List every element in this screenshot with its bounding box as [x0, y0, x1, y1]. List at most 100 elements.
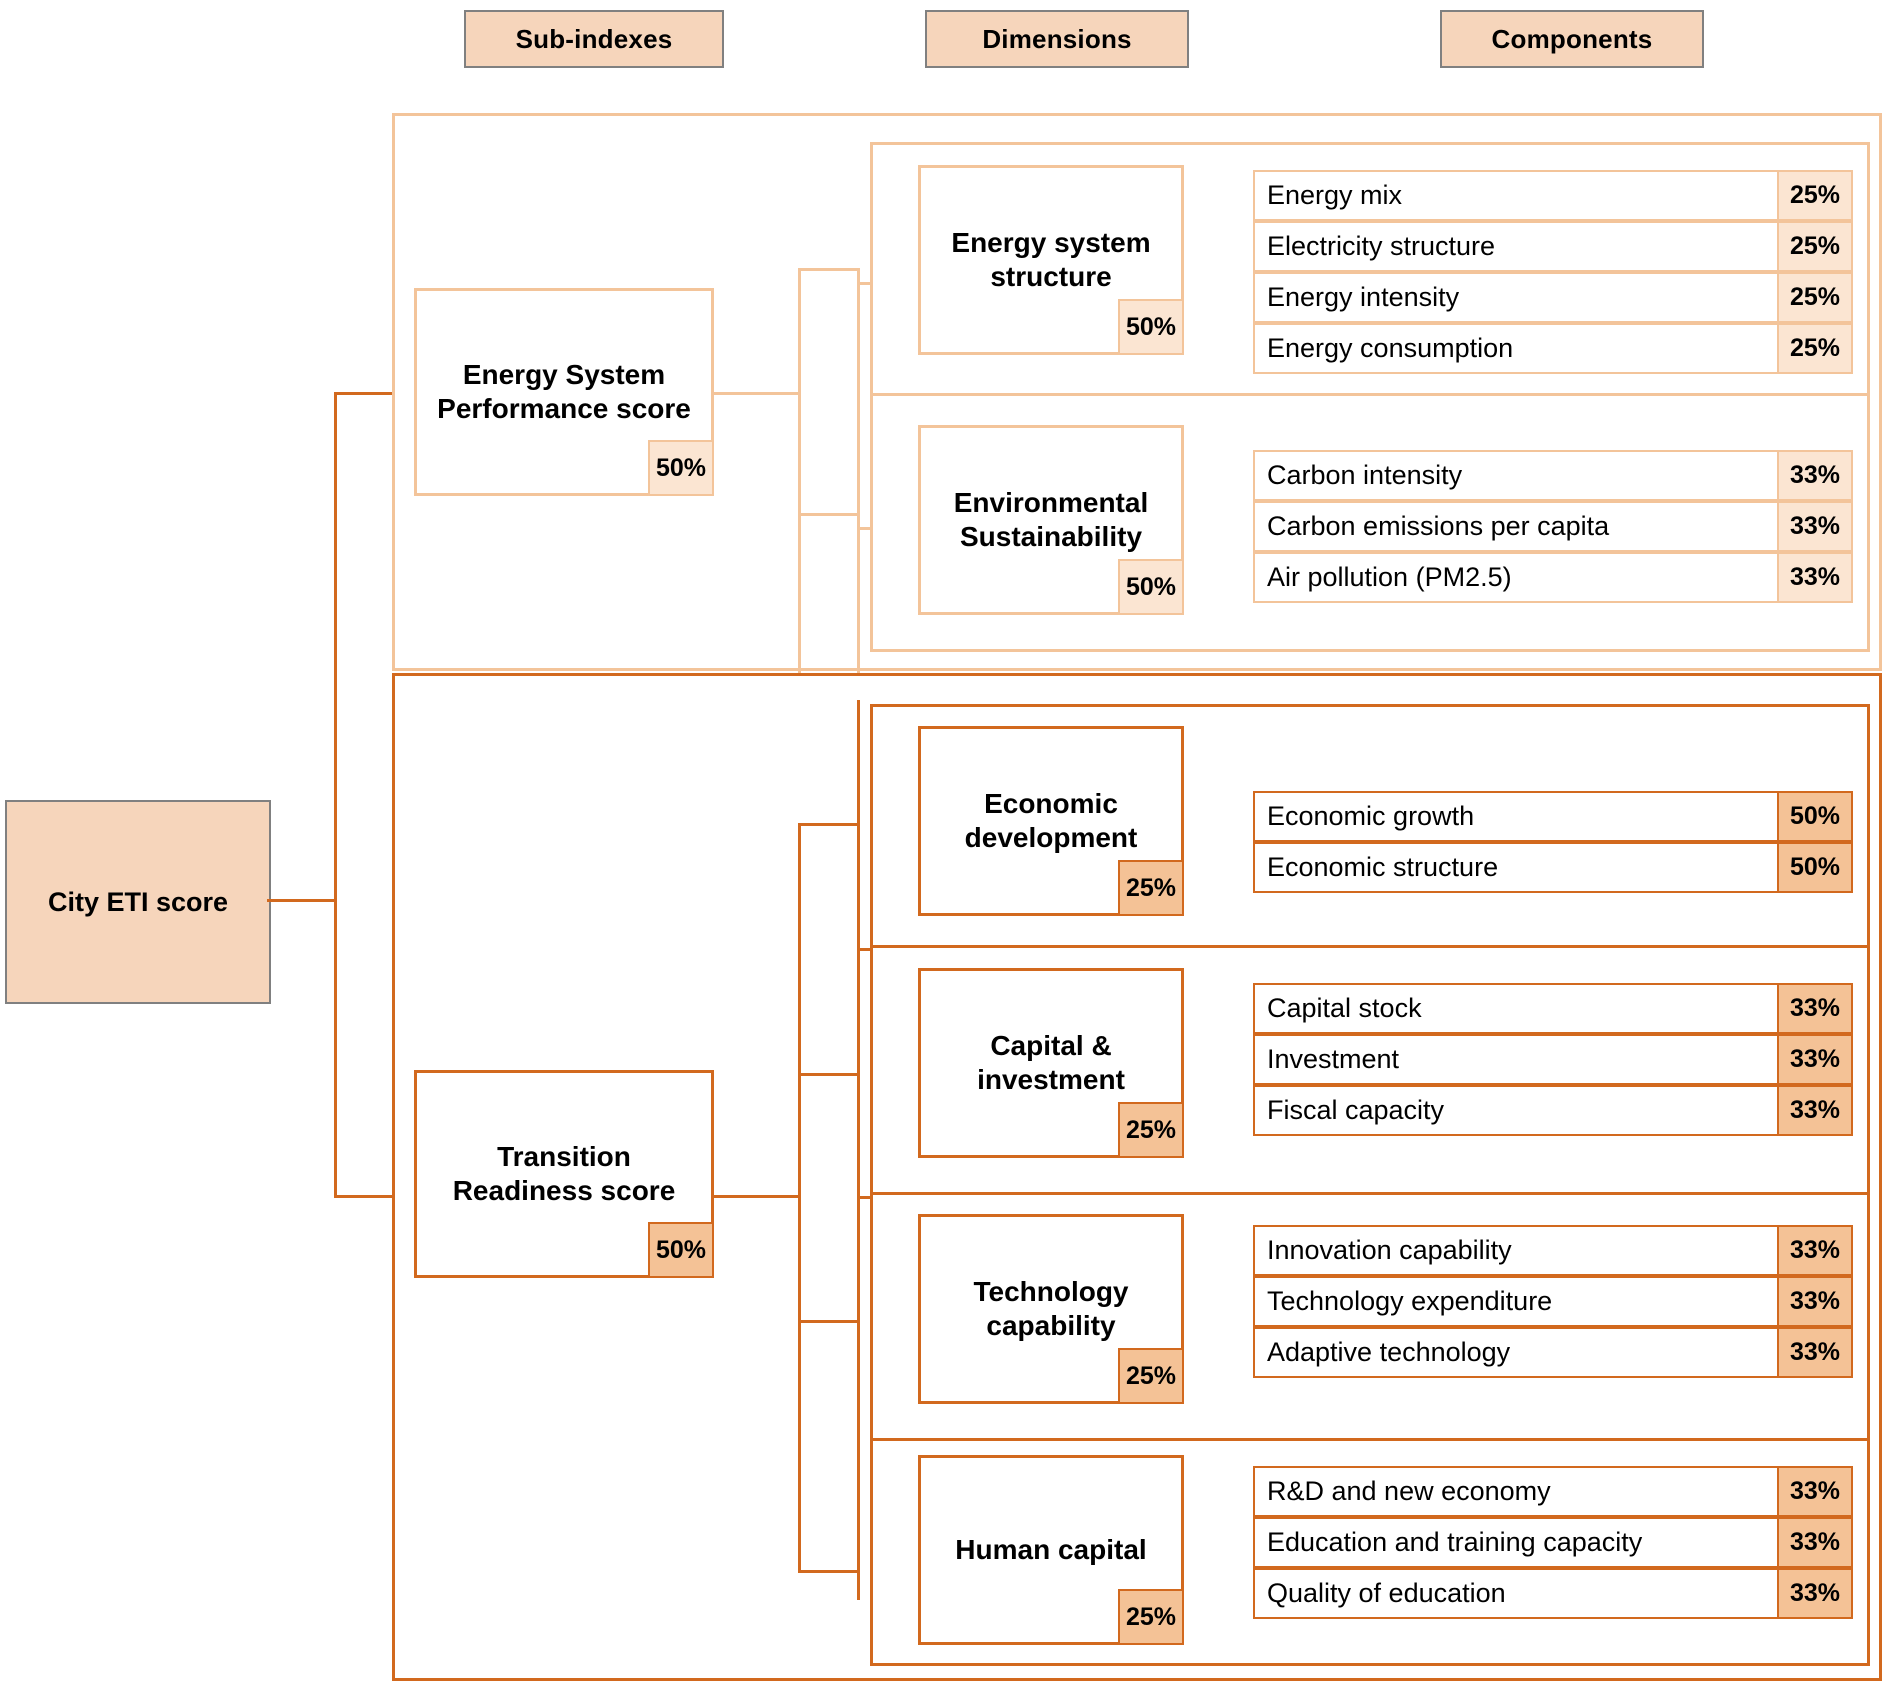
root-node-city-eti-score[interactable]: City ETI score [5, 800, 271, 1004]
dimension-label: Economic development [955, 787, 1148, 855]
subindex-label-line2: Performance score [437, 393, 691, 424]
weight-value: 25% [1125, 1602, 1177, 1631]
component-row[interactable]: R&D and new economy 33% [1253, 1466, 1853, 1517]
dimension-environmental-sustainability[interactable]: Environmental Sustainability [918, 425, 1184, 615]
dimension-weight-environmental-sustainability: 50% [1118, 559, 1184, 615]
component-name: Education and training capacity [1267, 1527, 1643, 1557]
top-bracket-stem [714, 392, 800, 395]
dimension-group-divider-2 [870, 1192, 1870, 1195]
component-row[interactable]: Innovation capability 33% [1253, 1225, 1853, 1276]
dimension-label: Technology capability [963, 1275, 1138, 1343]
component-weight: 25% [1777, 223, 1851, 270]
component-name: Fiscal capacity [1267, 1095, 1445, 1125]
component-weight: 25% [1777, 274, 1851, 321]
component-name: Capital stock [1267, 993, 1422, 1023]
component-name: Energy consumption [1267, 333, 1514, 363]
component-row[interactable]: Carbon emissions per capita 33% [1253, 501, 1853, 552]
component-row[interactable]: Adaptive technology 33% [1253, 1327, 1853, 1378]
component-row[interactable]: Economic structure 50% [1253, 842, 1853, 893]
weight-value: 25% [1125, 873, 1177, 902]
weight-value: 50% [1125, 312, 1177, 341]
dimension-weight-capital-investment: 25% [1118, 1102, 1184, 1158]
component-weight: 25% [1777, 325, 1851, 372]
subindex-weight-energy-system-performance: 50% [648, 440, 714, 496]
component-row[interactable]: Electricity structure 25% [1253, 221, 1853, 272]
top-bracket-outer-spine [798, 268, 801, 1043]
component-row[interactable]: Air pollution (PM2.5) 33% [1253, 552, 1853, 603]
bottom-bracket-stem [714, 1195, 800, 1198]
root-connector-stem [267, 899, 337, 902]
bottom-bracket-outer-spine [798, 823, 801, 1573]
column-header-label: Sub-indexes [515, 23, 673, 54]
component-name: Carbon emissions per capita [1267, 511, 1610, 541]
weight-value: 25% [1125, 1361, 1177, 1390]
component-name: Electricity structure [1267, 231, 1496, 261]
component-row[interactable]: Fiscal capacity 33% [1253, 1085, 1853, 1136]
dimension-label-line1: Human capital [955, 1533, 1147, 1565]
component-weight: 33% [1777, 1036, 1851, 1083]
weight-value: 50% [655, 453, 707, 482]
top-bracket-arm-upper [798, 268, 860, 271]
component-name: Air pollution (PM2.5) [1267, 562, 1512, 592]
component-row[interactable]: Economic growth 50% [1253, 791, 1853, 842]
dimension-label: Energy system structure [941, 226, 1160, 294]
subindex-weight-transition-readiness: 50% [648, 1222, 714, 1278]
weight-value: 50% [655, 1235, 707, 1264]
dimension-label-line2: capability [986, 1310, 1116, 1341]
component-weight: 25% [1777, 172, 1851, 219]
subindex-energy-system-performance[interactable]: Energy System Performance score [414, 288, 714, 496]
column-header-label: Components [1491, 23, 1653, 54]
dimension-weight-technology-capability: 25% [1118, 1348, 1184, 1404]
dimension-label-line2: development [964, 822, 1138, 853]
component-row[interactable]: Quality of education 33% [1253, 1568, 1853, 1619]
component-row[interactable]: Capital stock 33% [1253, 983, 1853, 1034]
component-row[interactable]: Carbon intensity 33% [1253, 450, 1853, 501]
dimension-label-line1: Environmental [953, 486, 1149, 518]
bottom-bracket-arm-4 [798, 1570, 860, 1573]
subindex-label-line1: Energy System [462, 358, 666, 390]
component-name: Technology expenditure [1267, 1286, 1553, 1316]
dimension-label: Capital & investment [967, 1029, 1135, 1097]
top-bracket-arm-lower [798, 513, 860, 516]
component-weight: 33% [1777, 1468, 1851, 1515]
subindex-label: Transition Readiness score [443, 1140, 686, 1208]
bottom-bracket-arm-2 [798, 1073, 860, 1076]
component-weight: 33% [1777, 1227, 1851, 1274]
component-name: Carbon intensity [1267, 460, 1463, 490]
component-row[interactable]: Energy consumption 25% [1253, 323, 1853, 374]
dimension-energy-system-structure[interactable]: Energy system structure [918, 165, 1184, 355]
dimension-label: Human capital [945, 1533, 1156, 1567]
component-row[interactable]: Energy mix 25% [1253, 170, 1853, 221]
component-row[interactable]: Education and training capacity 33% [1253, 1517, 1853, 1568]
dimension-label-line1: Energy system [951, 226, 1151, 258]
dimension-label-line2: Sustainability [959, 521, 1143, 552]
dimension-weight-economic-development: 25% [1118, 860, 1184, 916]
dimension-label-line1: Capital & [990, 1029, 1112, 1061]
column-header-components: Components [1440, 10, 1704, 68]
column-header-sub-indexes: Sub-indexes [464, 10, 724, 68]
component-name: R&D and new economy [1267, 1476, 1551, 1506]
dimension-label: Environmental Sustainability [944, 486, 1158, 554]
component-name: Adaptive technology [1267, 1337, 1511, 1367]
root-branch-top [334, 392, 414, 395]
dimension-label-line1: Economic [984, 787, 1118, 819]
component-row[interactable]: Technology expenditure 33% [1253, 1276, 1853, 1327]
dimension-label-line2: structure [990, 261, 1112, 292]
component-weight: 33% [1777, 985, 1851, 1032]
component-row[interactable]: Energy intensity 25% [1253, 272, 1853, 323]
root-branch-bottom [334, 1195, 414, 1198]
component-weight: 33% [1777, 1329, 1851, 1376]
component-weight: 50% [1777, 793, 1851, 840]
component-weight: 33% [1777, 1087, 1851, 1134]
component-name: Energy mix [1267, 180, 1403, 210]
dimension-group-divider-1 [870, 945, 1870, 948]
component-name: Innovation capability [1267, 1235, 1512, 1265]
bottom-bracket-inner-spine [857, 700, 860, 1600]
bottom-bracket-arm-3 [798, 1320, 860, 1323]
component-row[interactable]: Investment 33% [1253, 1034, 1853, 1085]
component-name: Economic structure [1267, 852, 1499, 882]
subindex-label-line2: Readiness score [452, 1175, 676, 1206]
bottom-bracket-arm-1 [798, 823, 860, 826]
subindex-transition-readiness[interactable]: Transition Readiness score [414, 1070, 714, 1278]
